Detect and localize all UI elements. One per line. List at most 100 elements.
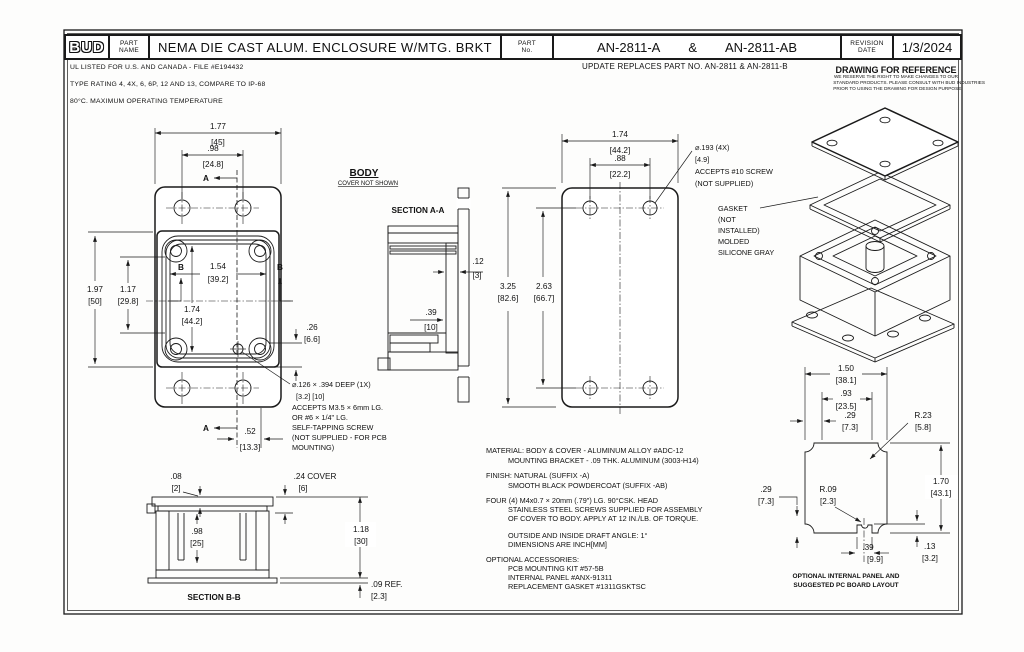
- note-material-1: MATERIAL: BODY & COVER - ALUMINUM ALLOY …: [486, 446, 683, 455]
- gasket-note-line2: (NOT: [718, 215, 736, 224]
- max-temp-note: 80°C. MAXIMUM OPERATING TEMPERATURE: [70, 98, 223, 105]
- dim-aoffset-mm: [13.3]: [240, 443, 261, 452]
- note-accessory-1: PCB MOUNTING KIT #57-5B: [508, 564, 604, 573]
- reference-title: DRAWING FOR REFERENCE: [835, 65, 957, 75]
- dim-cavdepth-mm: [25]: [190, 539, 204, 548]
- boss-note-line1: ⌀.126 × .394 DEEP (1X): [292, 380, 371, 389]
- boss-note-line6: (NOT SUPPLIED - FOR PCB: [292, 433, 387, 442]
- dim-pl-height-mm: [43.1]: [931, 489, 952, 498]
- revision-label-line1: REVISION: [850, 40, 884, 47]
- dim-pl-corner-mm: [7.3]: [842, 423, 858, 432]
- section-a-label-bottom: A: [203, 424, 209, 433]
- part-no-ab: AN-2811-AB: [725, 39, 798, 55]
- dim-cavitywidth-mm: [39.2]: [208, 275, 229, 284]
- boss-note-line7: MOUNTING): [292, 443, 334, 452]
- bud-logo: BUD: [66, 36, 110, 58]
- update-note: UPDATE REPLACES PART NO. AN-2811 & AN-28…: [582, 62, 788, 71]
- revision-label-line2: DATE: [857, 47, 877, 54]
- part-no-label-line1: PART: [518, 40, 536, 47]
- dim-height-in: 1.97: [87, 285, 103, 294]
- body-view-subtitle: COVER NOT SHOWN: [338, 181, 398, 187]
- gasket-note-line5: SILICONE GRAY: [718, 248, 774, 257]
- note-screws-3: OF COVER TO BODY. APPLY AT 12 IN./LB. OF…: [508, 514, 698, 523]
- dim-depth-in: .39: [425, 308, 437, 317]
- dim-bodyheight-mm: [30]: [354, 537, 368, 546]
- dim-pl-notchradius-mm: [2.3]: [820, 497, 836, 506]
- reference-line3: PRIOR TO USING THE DRAWING FOR DESIGN PU…: [833, 87, 962, 92]
- revision-date-value: 1/3/2024: [901, 39, 953, 55]
- dim-rv-holeheight-in: 2.63: [536, 282, 552, 291]
- dim-pl-width-mm: [38.1]: [836, 376, 857, 385]
- dim-ref-mm: [2.3]: [371, 592, 387, 601]
- screw-note-line1: ⌀.193 (4X): [695, 143, 729, 152]
- note-units: DIMENSIONS ARE INCH[MM]: [508, 540, 607, 549]
- screw-note-line2: [4.9]: [695, 155, 709, 164]
- sheet-border: [63, 29, 963, 615]
- gasket-note-line4: MOLDED: [718, 237, 749, 246]
- part-no-label-line2: No.: [521, 47, 533, 54]
- dim-cover-mm: [6]: [298, 484, 307, 493]
- panel-caption-line2: SUGGESTED PC BOARD LAYOUT: [793, 582, 898, 589]
- dim-pl-leftcorner-in: .29: [760, 485, 772, 494]
- dim-pl-width-in: 1.50: [838, 364, 854, 373]
- gasket-note-line3: INSTALLED): [718, 226, 760, 235]
- dim-lip-mm: [2]: [171, 484, 180, 493]
- notes-block: MATERIAL: BODY & COVER - ALUMINUM ALLOY …: [486, 446, 703, 591]
- dim-pl-notchspan-mm: [23.5]: [836, 402, 857, 411]
- revision-date-label: REVISION DATE: [842, 36, 894, 58]
- dim-wall-in: .12: [472, 257, 484, 266]
- body-view-title: BODY: [350, 168, 379, 179]
- panel-layout-view: 1.50 [38.1] .93 [23.5] .29 [7.3] R.23 [5…: [758, 364, 958, 589]
- note-finish-2: SMOOTH BLACK POWDERCOAT (SUFFIX -AB): [508, 481, 667, 490]
- dim-ref-in: .09 REF.: [371, 580, 402, 589]
- front-view: A A B B 1.77 [45] .98 [24.8] 1.97 [50]: [87, 122, 387, 452]
- note-material-2: MOUNTING BRACKET - .09 THK. ALUMINUM (30…: [508, 456, 699, 465]
- dim-height-mm: [50]: [88, 297, 102, 306]
- dim-pl-notchradius-in: R.09: [819, 485, 837, 494]
- gasket-note-line1: GASKET: [718, 204, 748, 213]
- dim-holeheight-mm: [29.8]: [118, 297, 139, 306]
- boss-note-line5: SELF-TAPPING SCREW: [292, 423, 373, 432]
- dim-rv-holespan-in: .88: [614, 154, 626, 163]
- dim-holeheight-in: 1.17: [120, 285, 136, 294]
- rear-view: 1.74 [44.2] .88 [22.2] 3.25 [82.6] 2.63 …: [498, 130, 773, 414]
- note-screws-1: FOUR (4) M4x0.7 × 20mm (.79") LG. 90°CSK…: [486, 496, 658, 505]
- dim-rv-width-mm: [44.2]: [610, 146, 631, 155]
- dim-rv-width-in: 1.74: [612, 130, 628, 139]
- note-draft: OUTSIDE AND INSIDE DRAFT ANGLE: 1°: [508, 531, 648, 540]
- dim-pl-bottom-mm: [3.2]: [922, 554, 938, 563]
- dim-width-in: 1.77: [210, 122, 226, 131]
- dim-pl-radius-in: R.23: [914, 411, 932, 420]
- note-finish-1: FINISH: NATURAL (SUFFIX -A): [486, 471, 589, 480]
- boss-note-line4: OR #6 × 1/4" LG.: [292, 413, 348, 422]
- dim-offset-in: .26: [306, 323, 318, 332]
- dim-lip-in: .08: [170, 472, 182, 481]
- note-accessory-2: INTERNAL PANEL #ANX-91311: [508, 573, 612, 582]
- dim-pl-notchspan-in: .93: [840, 389, 852, 398]
- note-screws-2: STAINLESS STEEL SCREWS SUPPLIED FOR ASSE…: [508, 505, 703, 514]
- dim-pl-height-in: 1.70: [933, 477, 949, 486]
- note-accessory-3: REPLACEMENT GASKET #1311GSKTSC: [508, 582, 646, 591]
- section-b-label-right: B: [277, 263, 283, 272]
- dim-width-mm: [45]: [211, 138, 225, 147]
- part-name-label-line1: PART: [120, 40, 138, 47]
- dim-pl-notchwidth-in: .39: [862, 543, 874, 552]
- dim-pl-notchwidth-mm: [9.9]: [867, 555, 883, 564]
- section-aa-title: SECTION A-A: [392, 206, 445, 215]
- dim-cavityheight-mm: [44.2]: [182, 317, 203, 326]
- boss-note-line3: ACCEPTS M3.5 × 6mm LG.: [292, 403, 383, 412]
- dim-cavdepth-in: .98: [191, 527, 203, 536]
- dim-cavityheight-in: 1.74: [184, 305, 200, 314]
- dim-bodyheight-in: 1.18: [353, 525, 369, 534]
- dim-offset-mm: [6.6]: [304, 335, 320, 344]
- ul-listing-note: UL LISTED FOR U.S. AND CANADA - FILE #E1…: [70, 64, 244, 71]
- reference-disclaimer: DRAWING FOR REFERENCE WE RESERVE THE RIG…: [832, 65, 985, 93]
- part-name-value: NEMA DIE CAST ALUM. ENCLOSURE W/MTG. BRK…: [150, 36, 502, 58]
- dim-rv-holeheight-mm: [66.7]: [534, 294, 555, 303]
- dim-depth-mm: [10]: [424, 323, 438, 332]
- title-block: BUD PART NAME NEMA DIE CAST ALUM. ENCLOS…: [64, 34, 962, 60]
- type-rating-note: TYPE RATING 4, 4X, 6, 6P, 12 AND 13, COM…: [70, 81, 266, 88]
- reference-line1: WE RESERVE THE RIGHT TO MAKE CHANGES TO …: [833, 75, 959, 80]
